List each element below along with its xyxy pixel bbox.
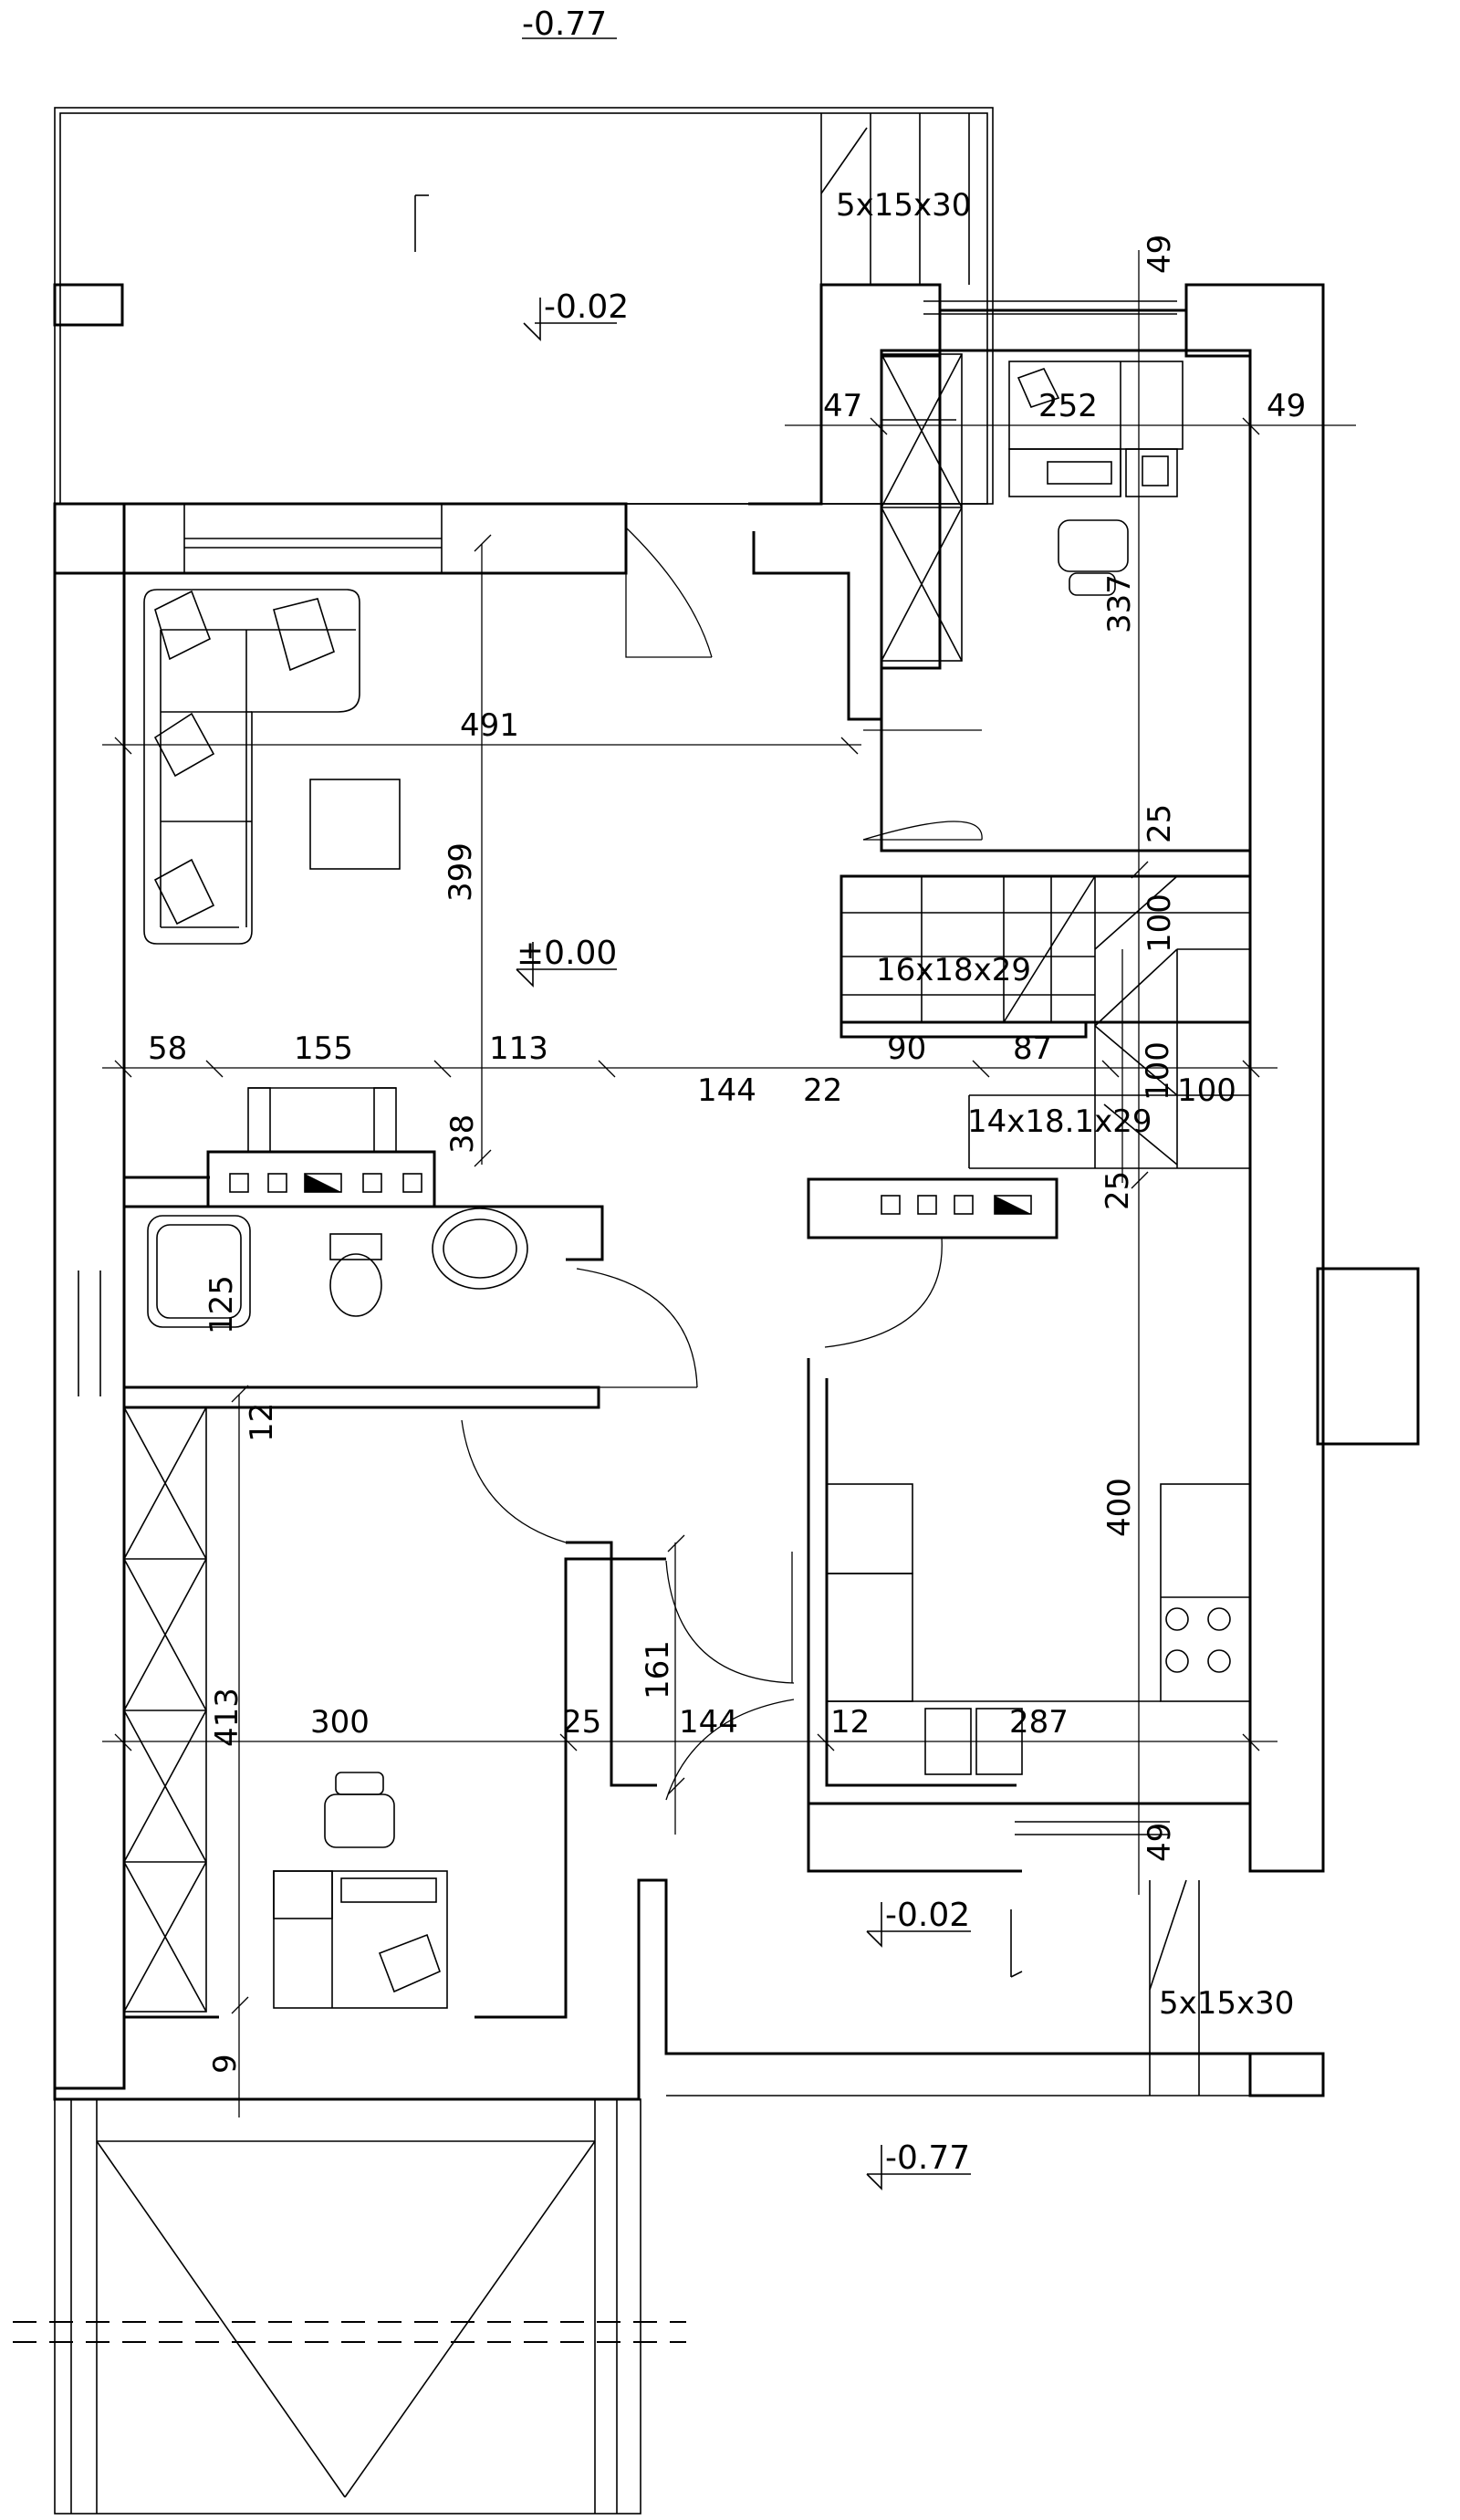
- sofa: [143, 589, 360, 945]
- level-living-floor: ±0.00: [516, 935, 617, 972]
- dim-252: 252: [1038, 388, 1098, 424]
- dim-87: 87: [1013, 1030, 1052, 1067]
- level-entrance-south: -0.02: [885, 1897, 970, 1934]
- dim-400: 400: [1101, 1478, 1138, 1537]
- chimney-block: [206, 1087, 1058, 1239]
- dim-337: 337: [1101, 574, 1138, 633]
- dim-144-a: 144: [697, 1072, 756, 1109]
- office-south: [123, 1406, 795, 2013]
- dim-100-a: 100: [1142, 894, 1178, 953]
- dim-12-a: 12: [244, 1403, 280, 1442]
- level-top-outside: -0.77: [522, 5, 607, 43]
- dim-399: 399: [443, 842, 479, 902]
- stair-upper-label: 16x18x29: [876, 952, 1031, 988]
- hall-doors: [625, 527, 983, 841]
- level-terrace-north: -0.02: [544, 288, 629, 326]
- dim-58: 58: [148, 1030, 187, 1067]
- dim-300: 300: [310, 1704, 370, 1741]
- dim-144-b: 144: [679, 1704, 738, 1741]
- dim-9: 9: [207, 2054, 244, 2074]
- dim-100-b: 100: [1140, 1041, 1176, 1101]
- dim-287: 287: [1009, 1704, 1069, 1741]
- dim-47: 47: [823, 388, 862, 424]
- north-terrace: [53, 107, 994, 505]
- outer-walls: [53, 283, 1325, 2101]
- staircase: [840, 874, 1252, 1169]
- steps-north-label: 5x15x30: [836, 187, 971, 224]
- office-north: [880, 300, 1252, 852]
- dim-25-a: 25: [1142, 804, 1178, 843]
- stair-lower-label: 14x18.1x29: [967, 1103, 1152, 1140]
- dim-491: 491: [460, 707, 519, 744]
- dim-49-top: 49: [1142, 235, 1178, 274]
- dim-25-b: 25: [1100, 1171, 1136, 1210]
- dim-90: 90: [887, 1030, 926, 1067]
- dim-125: 125: [203, 1275, 240, 1334]
- level-marks: [516, 37, 971, 2191]
- dim-100-c: 100: [1177, 1072, 1236, 1109]
- dim-49-bottom: 49: [1142, 1823, 1178, 1862]
- dim-161: 161: [640, 1640, 676, 1699]
- dim-22: 22: [803, 1072, 842, 1109]
- level-bottom-outside: -0.77: [885, 2139, 970, 2177]
- bathroom: [122, 1205, 698, 1409]
- steps-south-label: 5x15x30: [1159, 1985, 1294, 2022]
- dim-38: 38: [444, 1114, 481, 1154]
- dim-49-right: 49: [1267, 388, 1306, 424]
- dim-25-c: 25: [562, 1704, 601, 1741]
- dim-155: 155: [294, 1030, 353, 1067]
- dim-413: 413: [209, 1688, 245, 1747]
- south-area: [13, 1879, 1323, 2515]
- kitchen: [807, 1237, 1420, 1873]
- dimension-ticks: [114, 417, 1260, 2014]
- dim-12-b: 12: [830, 1704, 870, 1741]
- dim-113: 113: [489, 1030, 548, 1067]
- dimension-lines: [102, 250, 1356, 2117]
- living-room: [122, 504, 443, 1179]
- coffee-table: [309, 779, 401, 870]
